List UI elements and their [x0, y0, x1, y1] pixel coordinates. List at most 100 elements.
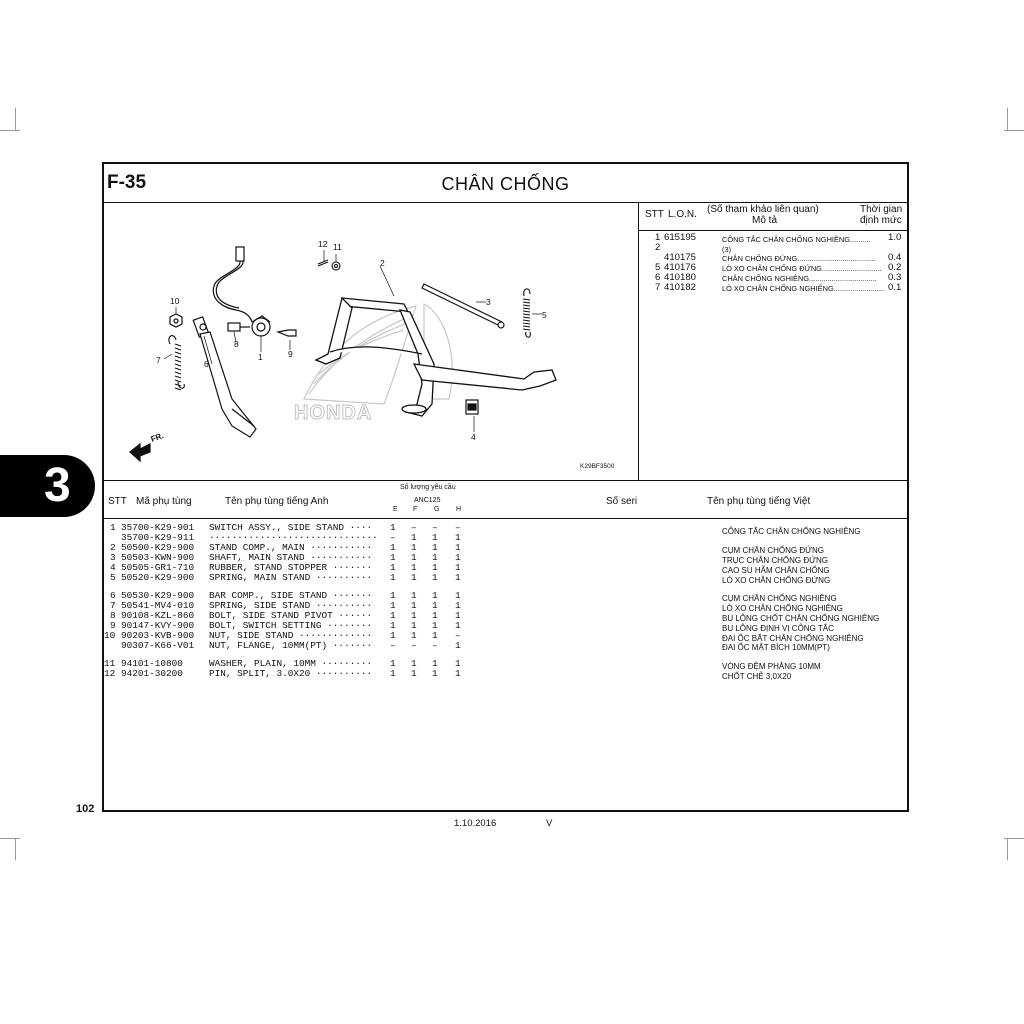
part-row-number: 94201-30200 [121, 668, 183, 679]
lon-row-time: 0.2 [888, 262, 902, 273]
lon-header-norm: định mức [860, 215, 902, 226]
lon-row-time: 0.1 [888, 282, 902, 293]
part-row-name-en: ······························ [209, 532, 378, 543]
part-row-name-vn: ĐAI ỐC MẶT BÍCH 10MM(PT) [722, 643, 830, 652]
callout-11: 11 [333, 242, 342, 252]
part-row-name-en: NUT, FLANGE, 10MM(PT) ······· [209, 640, 373, 651]
lon-row-desc: LÒ XO CHÂN CHỐNG ĐỨNG...................… [722, 264, 882, 273]
part-row-name-en: BOLT, SIDE STAND PIVOT ······ [209, 610, 373, 621]
part-row-qty: 1 [411, 668, 417, 679]
part-row-stt: 5 [110, 572, 116, 583]
part-row-qty: 1 [432, 658, 438, 669]
parts-header-name-en: Tên phụ tùng tiếng Anh [225, 496, 329, 507]
lon-row-desc: CÔNG TẮC CHÂN CHỐNG NGHIÊNG.......... [722, 235, 871, 244]
part-row-qty: 1 [390, 658, 396, 669]
part-row-qty: 1 [411, 630, 417, 641]
part-row-name-en: WASHER, PLAIN, 10MM ········· [209, 658, 373, 669]
part-row-name-vn: BU LÔNG CHỐT CHÂN CHỐNG NGHIÊNG [722, 614, 880, 623]
page-title: CHÂN CHỐNG [441, 174, 570, 194]
part-row-qty: 1 [455, 572, 461, 583]
part-row-qty: 1 [455, 668, 461, 679]
parts-header-serial: Số seri [606, 496, 638, 507]
lon-header-desc: Mô tả [752, 215, 778, 226]
crop-mark [1004, 130, 1024, 131]
part-row-qty: 1 [390, 572, 396, 583]
crop-mark [15, 838, 16, 860]
part-row-number: 90307-K66-V01 [121, 640, 195, 651]
part-row-qty: 1 [455, 542, 461, 553]
part-row-name-vn: ĐAI ỐC BẮT CHÂN CHỐNG NGHIÊNG [722, 634, 864, 643]
callout-9: 9 [288, 349, 293, 359]
footer-revision: V [546, 818, 553, 829]
lon-row-lon: 410176 [664, 262, 697, 273]
part-row-qty: – [390, 640, 396, 651]
part-row-qty: 1 [390, 668, 396, 679]
part-row-number: 90147-KVY-900 [121, 620, 195, 631]
part-row-qty: 1 [411, 552, 417, 563]
callout-4: 4 [471, 432, 476, 442]
crop-mark [1004, 838, 1024, 839]
part-row-stt: 4 [110, 562, 116, 573]
part-row-qty: 1 [411, 542, 417, 553]
lon-row-desc: LÒ XO CHÂN CHỐNG NGHIÊNG................… [722, 284, 886, 293]
part-row-number: 50530-K29-900 [121, 590, 195, 601]
part-row-name-vn: CỤM CHÂN CHỐNG NGHIÊNG [722, 594, 837, 603]
lon-row-stt: 1 [655, 232, 661, 243]
exploded-parts-diagram: HONDA [129, 239, 615, 470]
lon-row-time: 0.3 [888, 272, 902, 283]
part-row-name-en: SPRING, SIDE STAND ·········· [209, 600, 373, 611]
part-row-qty: 1 [390, 590, 396, 601]
page-number: 102 [76, 803, 95, 815]
part-row-name-en: SHAFT, MAIN STAND ··········· [209, 552, 373, 563]
part-row-qty: 1 [390, 522, 396, 533]
lon-header-divider [638, 230, 909, 231]
part-row-qty: 1 [411, 600, 417, 611]
crop-mark [0, 838, 20, 839]
lon-row-stt: 5 [655, 262, 661, 273]
diagram-bottom-divider [102, 480, 909, 481]
part-row-qty: 1 [390, 600, 396, 611]
lon-row-time: 0.4 [888, 252, 902, 263]
qty-col-f: F [413, 506, 418, 513]
part-row-qty: – [432, 640, 438, 651]
parts-header-name-vn: Tên phụ tùng tiếng Việt [707, 496, 811, 507]
callout-1: 1 [258, 352, 263, 362]
lon-row-stt: 6 [655, 272, 661, 283]
lon-row-desc: CHÂN CHỐNG ĐỨNG.........................… [722, 254, 876, 263]
part-row-name-en: BOLT, SWITCH SETTING ········ [209, 620, 373, 631]
callout-3: 3 [486, 297, 491, 307]
part-row-number: 35700-K29-901 [121, 522, 195, 533]
part-row-qty: 1 [411, 620, 417, 631]
part-row-number: 50503-KWN-900 [121, 552, 195, 563]
diagram-code: K29BF3500 [580, 463, 615, 470]
qty-header-title: Số lượng yêu cầu [400, 484, 456, 491]
part-row-qty: 1 [390, 562, 396, 573]
part-row-qty: 1 [455, 532, 461, 543]
part-row-qty: 1 [432, 542, 438, 553]
part-row-qty: 1 [411, 590, 417, 601]
part-row-name-en: SWITCH ASSY., SIDE STAND ···· [209, 522, 373, 533]
callout-8: 8 [234, 339, 239, 349]
part-row-qty: 1 [432, 630, 438, 641]
parts-header-stt: STT [108, 496, 127, 507]
footer-date: 1.10.2016 [454, 818, 497, 829]
lon-header-ref: (Số tham khảo liên quan) [707, 204, 819, 215]
callout-10: 10 [170, 296, 180, 306]
part-row-stt: 1 [110, 522, 116, 533]
page-frame [102, 162, 909, 812]
part-row-qty: – [411, 640, 417, 651]
part-row-qty: 1 [411, 658, 417, 669]
part-row-qty: 1 [455, 600, 461, 611]
part-row-qty: 1 [455, 620, 461, 631]
lon-row-lon: 410175 [664, 252, 697, 263]
part-row-name-en: RUBBER, STAND STOPPER ······· [209, 562, 373, 573]
part-row-stt: 10 [104, 630, 116, 641]
part-row-qty: 1 [411, 572, 417, 583]
part-row-name-vn: CỤM CHÂN CHỐNG ĐỨNG [722, 546, 824, 555]
callout-7: 7 [156, 355, 161, 365]
part-row-name-vn: CHỐT CHẺ 3,0X20 [722, 672, 792, 681]
part-row-qty: – [432, 522, 438, 533]
part-row-name-vn: CÔNG TẮC CHÂN CHỐNG NGHIÊNG [722, 527, 861, 536]
crop-mark [1007, 108, 1008, 130]
lon-row-time: 1.0 [888, 232, 902, 243]
